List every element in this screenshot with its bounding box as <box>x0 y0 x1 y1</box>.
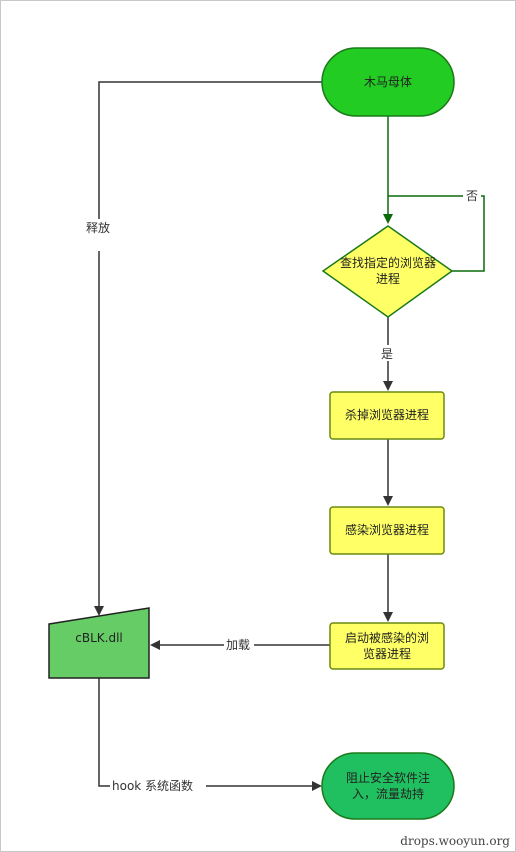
node-start-infected <box>329 622 445 670</box>
edge-hook <box>98 678 322 791</box>
node-cblk-dll-label: cBLK.dll <box>75 631 122 645</box>
node-kill-browser <box>329 391 445 440</box>
node-find-browser-label-2: 进程 <box>376 271 400 286</box>
node-kill-browser-label: 杀掉浏览器进程 <box>345 407 429 422</box>
node-trojan-parent-label: 木马母体 <box>364 75 412 89</box>
edge-hook-label: hook 系统函数 <box>112 778 193 793</box>
node-trojan-parent <box>321 47 455 117</box>
edge-yes-label-bg <box>378 345 398 361</box>
node-infect-browser-label: 感染浏览器进程 <box>345 522 429 537</box>
edge-hook-label-bg <box>110 777 206 794</box>
node-cblk-dll <box>48 607 150 679</box>
node-infect-browser <box>329 506 445 555</box>
node-block-security-label-2: 入，流量劫持 <box>352 786 424 801</box>
node-block-security <box>321 752 455 820</box>
node-start-infected-label-2: 览器进程 <box>363 646 411 661</box>
edge-yes-label: 是 <box>381 347 393 361</box>
edge-load-label-bg <box>224 636 254 653</box>
edge-release-label: 释放 <box>86 220 110 235</box>
edge-load-label: 加载 <box>226 638 250 652</box>
edge-no-loop <box>388 195 485 272</box>
node-find-browser-label-1: 查找指定的浏览器 <box>340 255 436 270</box>
edge-no-label: 否 <box>466 189 478 203</box>
edge-release-label-bg <box>84 219 116 251</box>
node-block-security-label-1: 阻止安全软件注 <box>346 770 430 785</box>
node-start-infected-label-1: 启动被感染的浏 <box>345 630 429 645</box>
edge-release <box>94 81 323 616</box>
watermark: drops.wooyun.org <box>400 834 510 848</box>
edge-no-label-bg <box>463 187 481 203</box>
node-find-browser <box>321 225 454 318</box>
